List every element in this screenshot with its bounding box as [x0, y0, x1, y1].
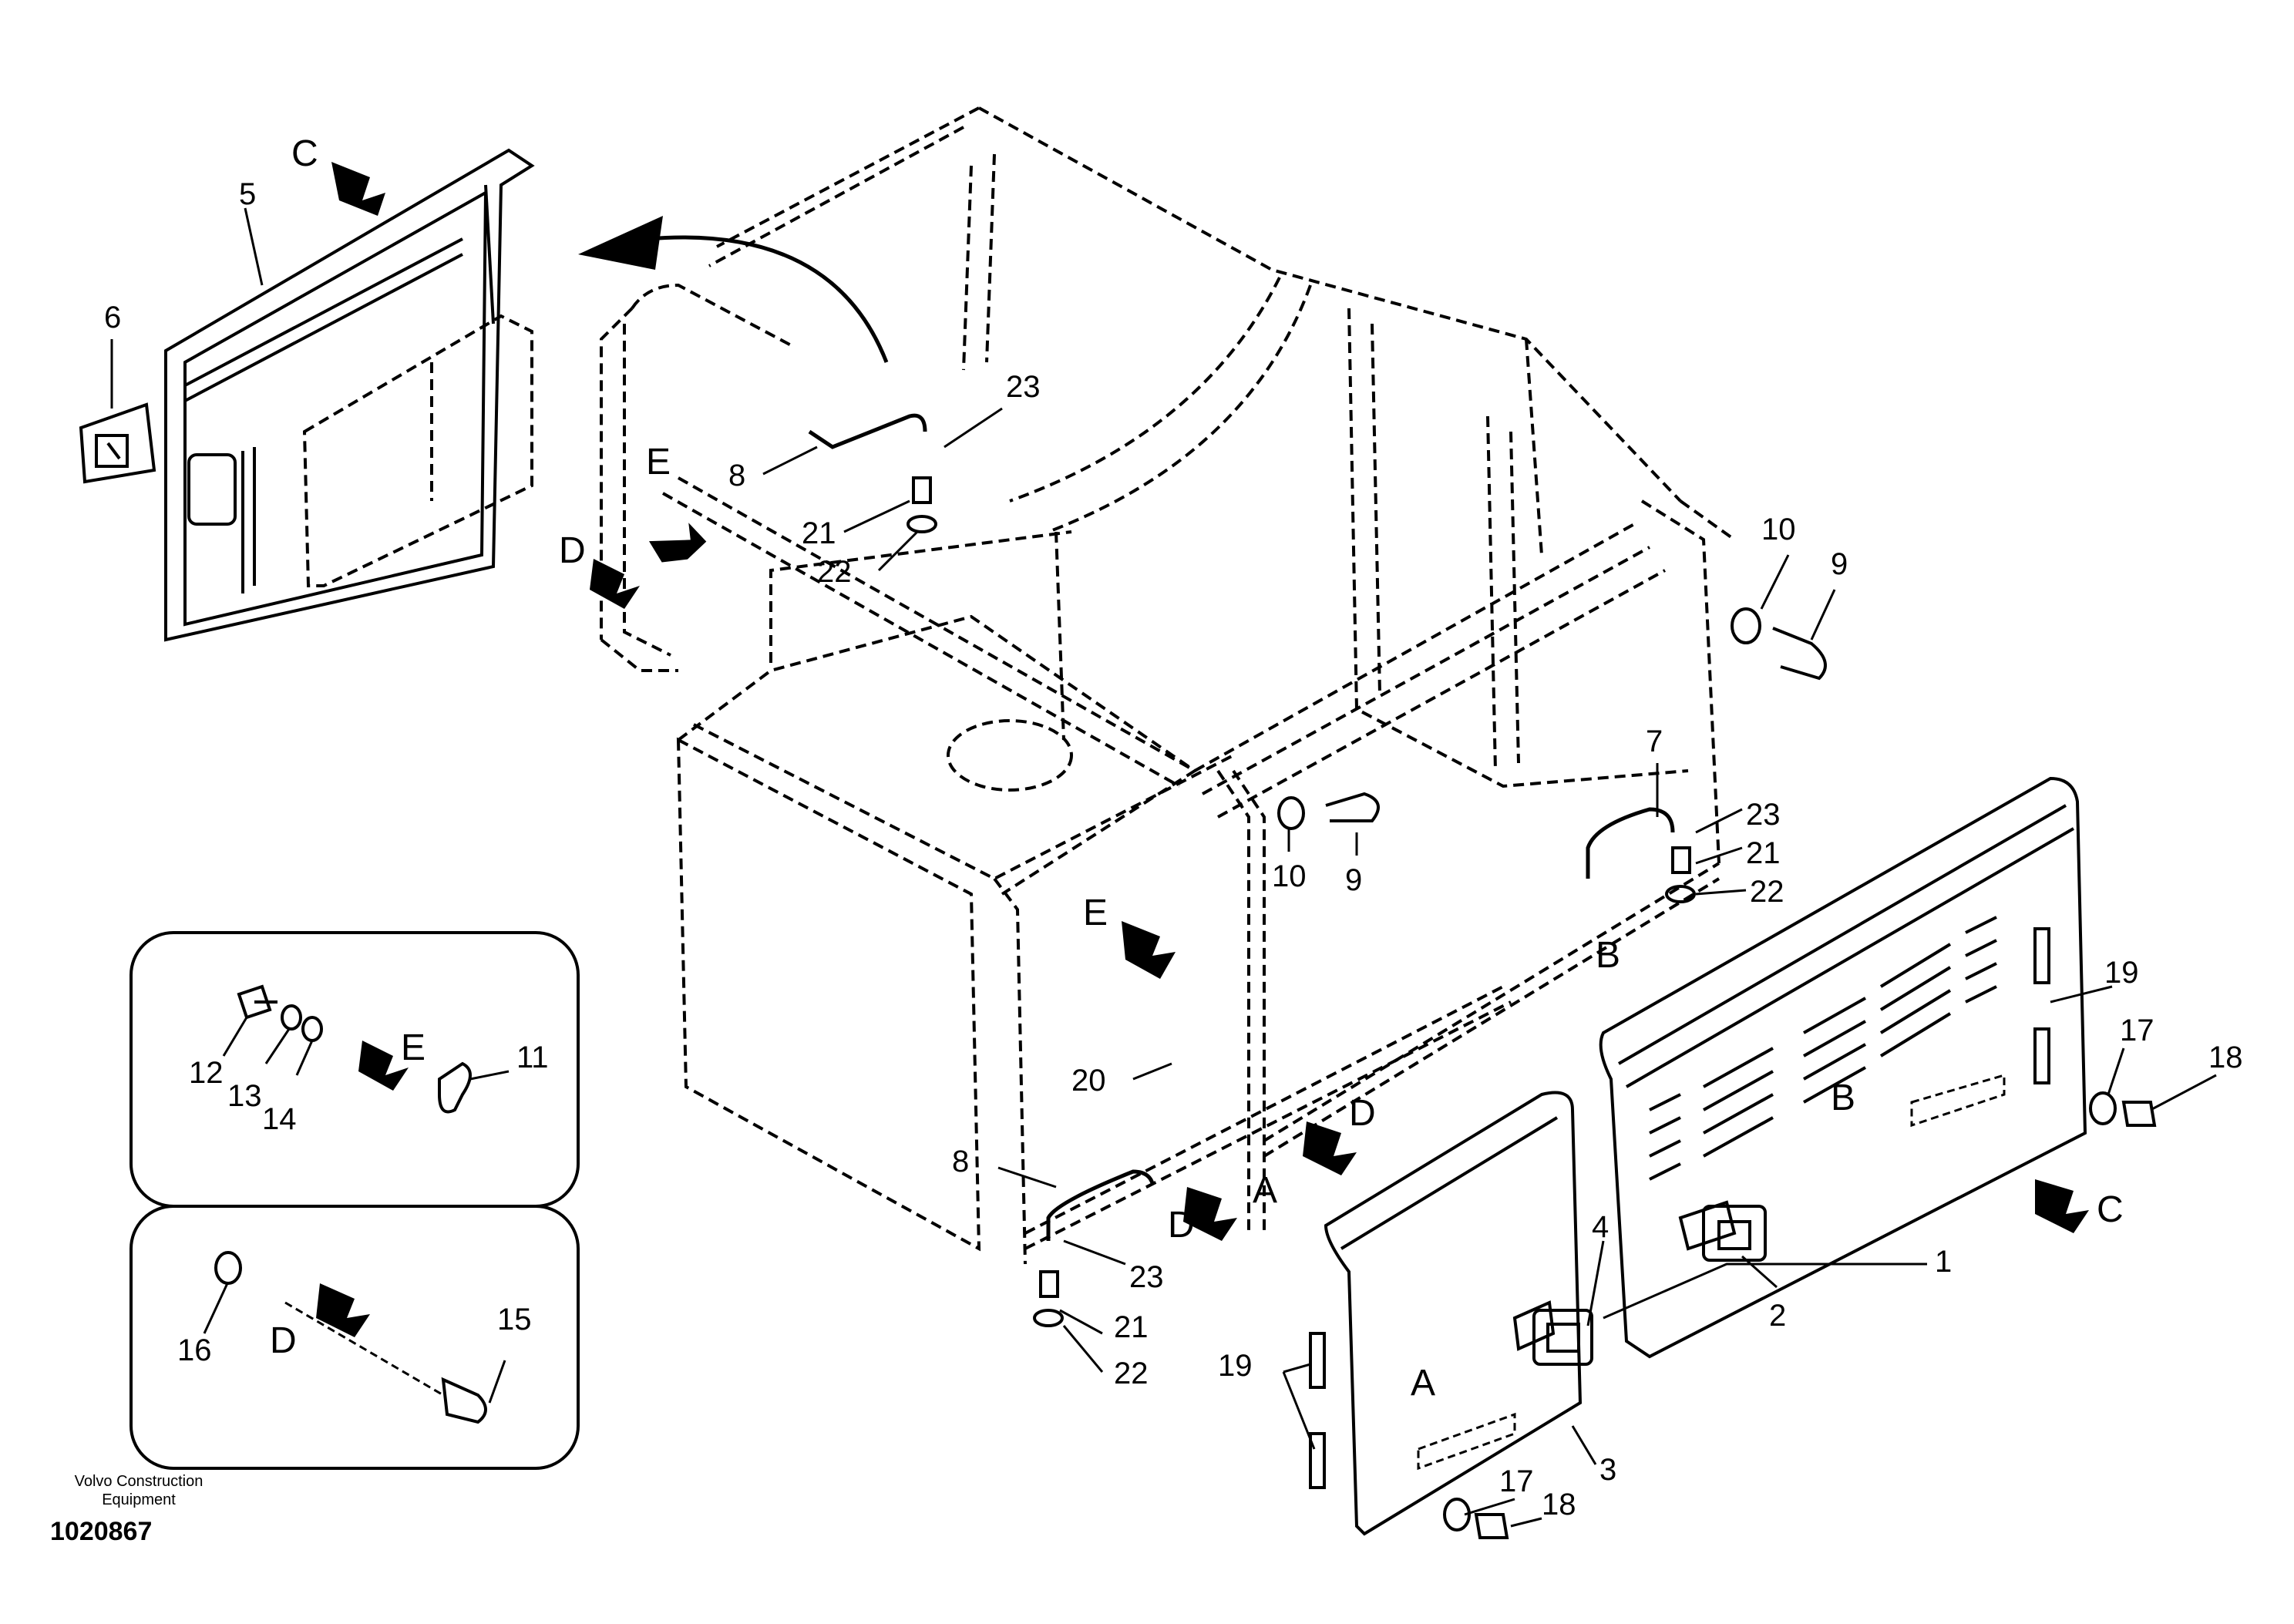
latch-part-6	[79, 402, 156, 484]
view-letter: D	[270, 1320, 297, 1361]
part-label: 18	[1542, 1488, 1576, 1521]
part-label: 22	[817, 555, 852, 589]
cab-frame	[600, 106, 1736, 1265]
view-letter: E	[646, 442, 671, 482]
view-arrows	[331, 162, 2089, 1241]
part-label: 8	[952, 1145, 969, 1178]
spring-washers-21-22	[906, 476, 1696, 1327]
view-letter: D	[559, 530, 586, 571]
view-letter: A	[1253, 1170, 1277, 1211]
rear-door-backing	[302, 314, 533, 587]
view-letter: E	[1083, 893, 1108, 933]
company-line-2: Equipment	[102, 1491, 176, 1508]
part-label: 16	[177, 1333, 212, 1367]
part-labels: 5 6 23 8 21 22 10 9 7 23 21 22 10 9 19 1…	[104, 177, 2243, 1521]
view-letter: D	[1349, 1093, 1376, 1134]
part-label: 9	[1345, 863, 1362, 897]
part-label: 23	[1006, 370, 1041, 404]
drawing-number: 1020867	[50, 1517, 152, 1546]
view-letter: A	[1411, 1363, 1435, 1404]
part-label: 2	[1769, 1299, 1786, 1333]
part-label: 6	[104, 301, 121, 335]
part-label: 14	[262, 1102, 297, 1136]
part-label: 19	[2104, 956, 2139, 990]
part-label: 17	[1499, 1464, 1534, 1498]
rear-door-part-5	[164, 148, 535, 642]
latch-part-4	[1512, 1300, 1593, 1366]
swing-arrow	[578, 216, 889, 363]
reference-boxes	[1417, 1074, 2006, 1471]
part-label: 10	[1272, 859, 1307, 893]
part-label: 10	[1761, 513, 1796, 546]
view-letter: B	[1831, 1078, 1855, 1118]
part-label: 23	[1129, 1260, 1164, 1294]
part-label: 19	[1218, 1349, 1253, 1383]
part-label: 13	[227, 1079, 262, 1113]
part-label: 23	[1746, 798, 1781, 832]
part-label: 22	[1114, 1357, 1149, 1390]
part-label: 18	[2208, 1041, 2243, 1074]
view-letter: C	[2097, 1189, 2124, 1230]
view-letter: C	[291, 133, 318, 174]
part-label: 12	[189, 1056, 224, 1090]
inset-box-lower	[130, 1205, 580, 1470]
part-label: 20	[1071, 1064, 1106, 1098]
part-label: 15	[497, 1303, 532, 1337]
part-label: 11	[516, 1041, 549, 1074]
footer: Volvo Construction Equipment 1020867	[50, 1473, 203, 1546]
side-door-part-3	[1324, 1091, 1583, 1536]
part-label: 21	[1114, 1310, 1149, 1344]
part-label: 8	[728, 459, 745, 493]
part-label: 22	[1750, 875, 1784, 909]
part-label: 5	[239, 177, 256, 211]
part-label: 7	[1646, 725, 1663, 758]
part-label: 9	[1831, 547, 1848, 581]
bumper-parts-9-10	[1277, 607, 1827, 830]
leader-lines	[110, 207, 2217, 1528]
hinge-parts-19	[1309, 927, 2050, 1489]
company-line-1: Volvo Construction	[75, 1473, 204, 1490]
vent-louvers	[1649, 916, 1997, 1181]
side-panel-part-1	[1599, 776, 2087, 1359]
view-letter: B	[1596, 935, 1620, 976]
part-label: 3	[1599, 1453, 1616, 1487]
latch-part-2	[1678, 1200, 1767, 1262]
view-letter: D	[1168, 1205, 1195, 1246]
fastener-parts-17-18	[1443, 1091, 2157, 1539]
handle-parts-7-8	[808, 413, 1675, 1241]
part-label: 21	[1746, 836, 1781, 870]
part-label: 1	[1935, 1245, 1952, 1279]
part-label: 4	[1592, 1210, 1609, 1244]
view-letters: C E D E B B E D A D C A D	[270, 133, 2124, 1404]
view-letter: E	[401, 1027, 426, 1068]
part-label: 17	[2120, 1014, 2154, 1047]
part-label: 21	[802, 516, 836, 550]
